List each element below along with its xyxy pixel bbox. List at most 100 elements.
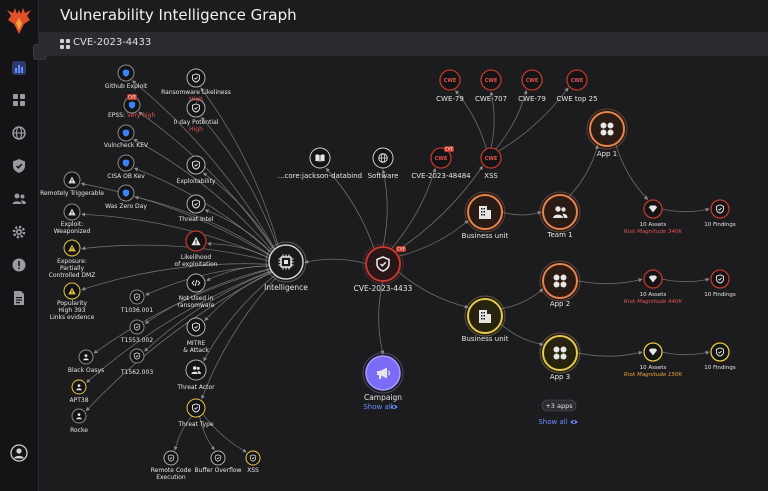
graph-edge bbox=[204, 271, 273, 322]
xss-type-label: XSS bbox=[247, 467, 259, 474]
app-2-node[interactable] bbox=[539, 260, 581, 302]
remotely-triggerable-node[interactable] bbox=[63, 171, 81, 189]
t1036-label: T1036.001 bbox=[120, 307, 153, 314]
graph-edge bbox=[394, 165, 483, 253]
app-3-node[interactable] bbox=[539, 332, 581, 374]
cve-main-node[interactable] bbox=[362, 243, 404, 285]
document-icon[interactable] bbox=[11, 290, 27, 306]
exposure-node[interactable] bbox=[63, 239, 81, 257]
alert-icon[interactable] bbox=[11, 257, 27, 273]
findings-label-2: 10 Findings bbox=[704, 292, 736, 298]
graph-edge bbox=[203, 274, 276, 362]
cisa-kev-node[interactable] bbox=[117, 154, 135, 172]
black-oasys-node[interactable] bbox=[78, 349, 94, 365]
threat-intel-node[interactable] bbox=[186, 194, 206, 214]
user-avatar-icon[interactable] bbox=[10, 444, 28, 462]
threat-type-label: Threat Type bbox=[177, 421, 214, 428]
cve-related-node[interactable]: CWE bbox=[430, 147, 452, 169]
more-apps-label: +3 apps bbox=[545, 402, 573, 410]
t1553-node[interactable] bbox=[129, 319, 145, 335]
cve-main-label: CVE-2023-4433 bbox=[354, 284, 413, 293]
graph-edge bbox=[501, 211, 542, 216]
shield-icon[interactable] bbox=[11, 158, 27, 174]
buffer-overflow-node[interactable] bbox=[210, 450, 226, 466]
zero-day-potential-node[interactable] bbox=[186, 98, 206, 118]
graph-edge bbox=[499, 323, 544, 346]
t1036-node[interactable] bbox=[129, 289, 145, 305]
t1562-node[interactable] bbox=[129, 348, 145, 364]
xss-type-node[interactable] bbox=[245, 450, 261, 466]
cve-id-title: CVE-2023-4433 bbox=[73, 37, 152, 48]
graph-edge bbox=[615, 143, 648, 200]
not-used-ransomware-node[interactable] bbox=[186, 273, 206, 293]
cwe4-node[interactable]: CWE bbox=[566, 69, 588, 91]
graph-edge bbox=[199, 416, 215, 451]
buffer-overflow-label: Buffer Overflow bbox=[195, 467, 242, 474]
exploitability-node[interactable] bbox=[186, 155, 206, 175]
business-unit-1-node[interactable] bbox=[464, 191, 506, 233]
epss-value: Very high bbox=[127, 112, 156, 119]
software-node[interactable] bbox=[372, 147, 394, 169]
eye-icon[interactable] bbox=[570, 420, 578, 424]
mitre-attack-node[interactable] bbox=[186, 317, 206, 337]
exposure-label: Exposure: bbox=[57, 258, 87, 265]
assets-1-node[interactable] bbox=[643, 199, 663, 219]
threat-actor-node[interactable] bbox=[185, 359, 207, 381]
phoenix-logo-icon[interactable] bbox=[6, 6, 32, 36]
users-icon[interactable] bbox=[11, 191, 27, 207]
bar-chart-icon[interactable] bbox=[11, 60, 27, 76]
cwe-badge-text: CWE bbox=[485, 78, 498, 84]
graph-edge bbox=[81, 244, 270, 262]
grid-icon[interactable] bbox=[11, 92, 27, 108]
graph-edge bbox=[489, 91, 495, 149]
vulncheck-label: Vulncheck KEV bbox=[104, 142, 149, 149]
epss-label: EPSS: bbox=[108, 112, 125, 119]
vulncheck-kev-node[interactable] bbox=[117, 124, 135, 142]
assets-2-node[interactable] bbox=[643, 269, 663, 289]
apt38-node[interactable] bbox=[71, 379, 87, 395]
business-unit-2-node[interactable] bbox=[464, 295, 506, 337]
apps-show-all-link: Show all bbox=[538, 418, 567, 426]
zero-day-node[interactable] bbox=[117, 184, 135, 202]
github-exploit-node[interactable] bbox=[117, 64, 135, 82]
globe-icon[interactable] bbox=[11, 125, 27, 141]
graph-edges bbox=[80, 80, 710, 453]
cwe2-node[interactable]: CWE bbox=[480, 69, 502, 91]
black-oasys-label: Black Oasys bbox=[68, 367, 104, 374]
graph-edge bbox=[498, 87, 569, 152]
threat-type-node[interactable] bbox=[186, 398, 206, 418]
app-1-node[interactable] bbox=[586, 108, 628, 150]
ransomware-label: Ransomware Likeliness bbox=[161, 89, 231, 96]
rce-label: Remote Code bbox=[151, 467, 192, 474]
graph-edge bbox=[138, 111, 275, 251]
remote-code-execution-node[interactable] bbox=[163, 450, 179, 466]
intelligence-node[interactable] bbox=[265, 241, 307, 283]
remotely-triggerable-label: Remotely Triggerable bbox=[40, 190, 104, 197]
exploitability-label: Exploitability bbox=[177, 178, 216, 185]
graph-edge bbox=[201, 276, 278, 400]
software-package-node[interactable] bbox=[309, 147, 331, 169]
zero-day-label: Was Zero Day bbox=[105, 203, 147, 210]
likelihood-node[interactable] bbox=[185, 230, 207, 252]
sidebar bbox=[0, 0, 39, 491]
ransomware-likeliness-node[interactable] bbox=[186, 68, 206, 88]
graph-edge bbox=[86, 270, 272, 383]
findings-2-node[interactable] bbox=[710, 269, 730, 289]
cwe3-node[interactable]: CWE bbox=[521, 69, 543, 91]
more-apps-button[interactable] bbox=[541, 399, 577, 412]
graph-edge bbox=[500, 288, 544, 310]
cwe1-node[interactable]: CWE bbox=[439, 69, 461, 91]
findings-3-node[interactable] bbox=[710, 342, 730, 362]
campaign-node[interactable] bbox=[362, 352, 404, 394]
assets-3-node[interactable] bbox=[643, 342, 663, 362]
xss-node[interactable]: CWE bbox=[480, 147, 502, 169]
graph-edge bbox=[93, 268, 271, 354]
popularity-node[interactable] bbox=[63, 282, 81, 300]
findings-1-node[interactable] bbox=[710, 199, 730, 219]
gear-icon[interactable] bbox=[11, 224, 27, 240]
likelihood-label: Likelihood bbox=[181, 254, 211, 261]
team-1-node[interactable] bbox=[539, 191, 581, 233]
exploit-weaponized-node[interactable] bbox=[63, 203, 81, 221]
rocke-node[interactable] bbox=[71, 408, 87, 424]
